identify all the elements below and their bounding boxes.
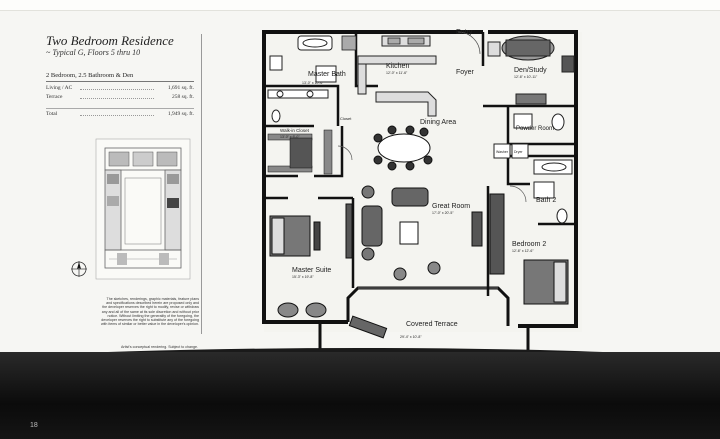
spec-leader [80, 115, 154, 116]
room-label-master-suite: Master Suite [292, 267, 331, 274]
room-dims-den: 12'-6" x 10'-11" [514, 75, 538, 79]
room-label-foyer: Foyer [456, 69, 475, 76]
spec-row-living: Living / AC 1,691 sq. ft. [46, 85, 194, 93]
spec-row-total: Total 1,949 sq. ft. [46, 111, 194, 119]
room-dims-bedroom2: 12'-6" x 12'-6" [512, 249, 534, 253]
room-label-kitchen: Kitchen [386, 63, 409, 70]
room-label-walkin: Walk-in Closet [280, 128, 310, 133]
room-dims-kitchen: 12'-0" x 11'-6" [386, 71, 408, 75]
room-label-dryer: Dryer [514, 150, 523, 154]
page-shadow-band [0, 352, 720, 439]
floor-plan: Entry Kitchen 12'-0" x 11'-6" Foyer Den/… [262, 29, 582, 368]
room-dims-walkin: 13'-0" x 6'-0" [280, 135, 300, 139]
room-label-closet: Closet [340, 116, 352, 121]
room-label-bath2: Bath 2 [536, 197, 556, 204]
specs-rule [46, 81, 194, 82]
column-divider [201, 34, 202, 334]
room-label-dining: Dining Area [420, 119, 456, 126]
room-label-great-room: Great Room [432, 203, 470, 210]
spec-label: Total [46, 111, 58, 117]
spec-value: 1,949 sq. ft. [167, 111, 194, 117]
room-dims-master-suite: 15'-3" x 19'-8" [292, 275, 314, 279]
specs-heading: 2 Bedroom, 2.5 Bathroom & Den [46, 72, 134, 79]
disclaimer-text: The sketches, renderings, graphic materi… [101, 297, 199, 327]
disclaimer-note: Artist's conceptual rendering. Subject t… [121, 345, 198, 349]
room-label-master-bath: Master Bath [308, 71, 346, 78]
page-top-edge [0, 0, 720, 11]
room-label-entry: Entry [456, 29, 473, 36]
spec-value: 258 sq. ft. [172, 94, 194, 100]
room-label-washer: Washer [496, 150, 509, 154]
room-dims-terrace: 29'-4" x 10'-8" [400, 335, 422, 339]
key-plan-diagram [95, 138, 191, 280]
spec-row-terrace: Terrace 258 sq. ft. [46, 94, 194, 102]
north-arrow-icon [71, 261, 87, 277]
room-label-terrace: Covered Terrace [406, 321, 458, 328]
page-number: 18 [30, 422, 38, 429]
spec-value: 1,691 sq. ft. [167, 85, 194, 91]
spec-leader [80, 98, 154, 99]
room-dims-master-bath: 13'-0" x 10'-6" [302, 81, 324, 85]
room-label-bedroom2: Bedroom 2 [512, 241, 546, 248]
spec-label: Living / AC [46, 85, 73, 91]
spec-label: Terrace [46, 94, 63, 100]
spec-leader [80, 89, 154, 90]
room-dims-great-room: 17'-0" x 20'-5" [432, 211, 454, 215]
room-label-powder: Powder Room [516, 126, 554, 132]
page-title: Two Bedroom Residence [46, 33, 174, 48]
specs-total-rule [46, 108, 194, 109]
room-label-den: Den/Study [514, 67, 547, 74]
page-subtitle: ~ Typical G, Floors 5 thru 10 [46, 48, 141, 57]
